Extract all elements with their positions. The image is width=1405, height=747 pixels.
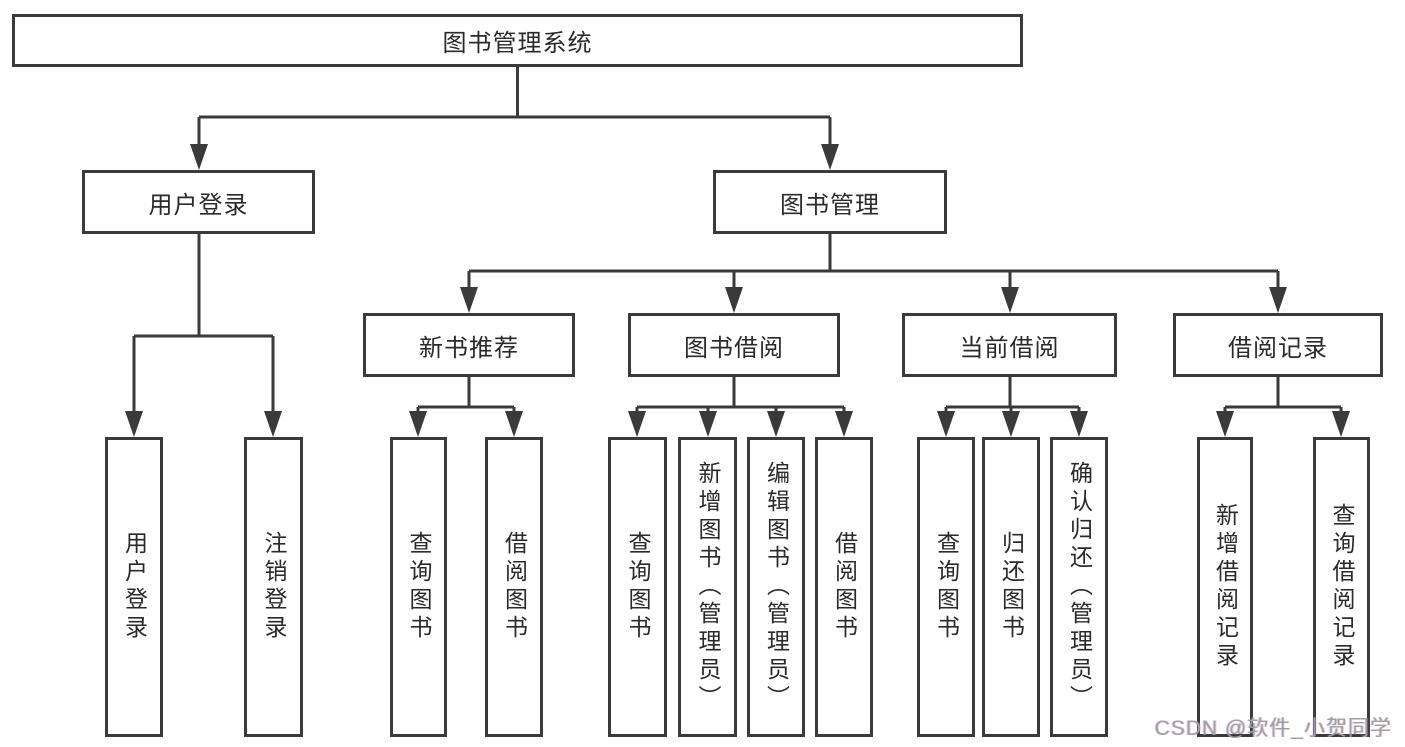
leaf-label: 用户登录: [121, 531, 148, 643]
leaf-edit-books-admin: 编辑图书（管理员）: [747, 437, 805, 737]
node-new-book-recommend: 新书推荐: [363, 313, 575, 377]
leaf-label: 查询图书: [933, 531, 960, 643]
leaf-label: 注销登录: [261, 531, 287, 643]
leaf-logout: 注销登录: [244, 437, 303, 737]
leaf-query-books-recommend: 查询图书: [390, 437, 447, 737]
leaf-query-borrow-record: 查询借阅记录: [1313, 437, 1370, 737]
leaf-label: 查询图书: [406, 531, 432, 643]
leaf-label: 归还图书: [998, 531, 1025, 643]
leaf-borrow-books: 借阅图书: [815, 437, 873, 737]
node-current-borrow: 当前借阅: [902, 313, 1117, 377]
leaf-label: 编辑图书（管理员）: [763, 461, 790, 713]
node-borrow-records: 借阅记录: [1173, 313, 1383, 377]
leaf-query-books-borrow: 查询图书: [608, 437, 667, 737]
leaf-label: 借阅图书: [501, 531, 528, 643]
leaf-label: 新增借阅记录: [1212, 503, 1239, 671]
leaf-borrow-books-recommend: 借阅图书: [485, 437, 543, 737]
leaf-label: 查询借阅记录: [1329, 503, 1355, 671]
leaf-label: 确认归还（管理员）: [1066, 461, 1093, 713]
arrowheads: [125, 144, 1350, 437]
node-root-library-management-system: 图书管理系统: [12, 14, 1023, 67]
leaf-label: 查询图书: [625, 531, 651, 643]
leaf-query-books-current: 查询图书: [917, 437, 975, 737]
leaf-add-books-admin: 新增图书（管理员）: [678, 437, 737, 737]
leaf-return-books: 归还图书: [982, 437, 1040, 737]
node-user-login: 用户登录: [82, 170, 315, 234]
csdn-watermark: CSDN @软件_小贺同学: [1154, 717, 1392, 740]
leaf-user-login: 用户登录: [105, 437, 163, 737]
node-book-borrow: 图书借阅: [628, 313, 840, 377]
leaf-label: 借阅图书: [831, 531, 858, 643]
leaf-confirm-return-admin: 确认归还（管理员）: [1050, 437, 1108, 737]
leaf-label: 新增图书（管理员）: [695, 461, 721, 713]
leaf-add-borrow-record: 新增借阅记录: [1197, 437, 1253, 737]
node-book-management: 图书管理: [713, 170, 947, 234]
